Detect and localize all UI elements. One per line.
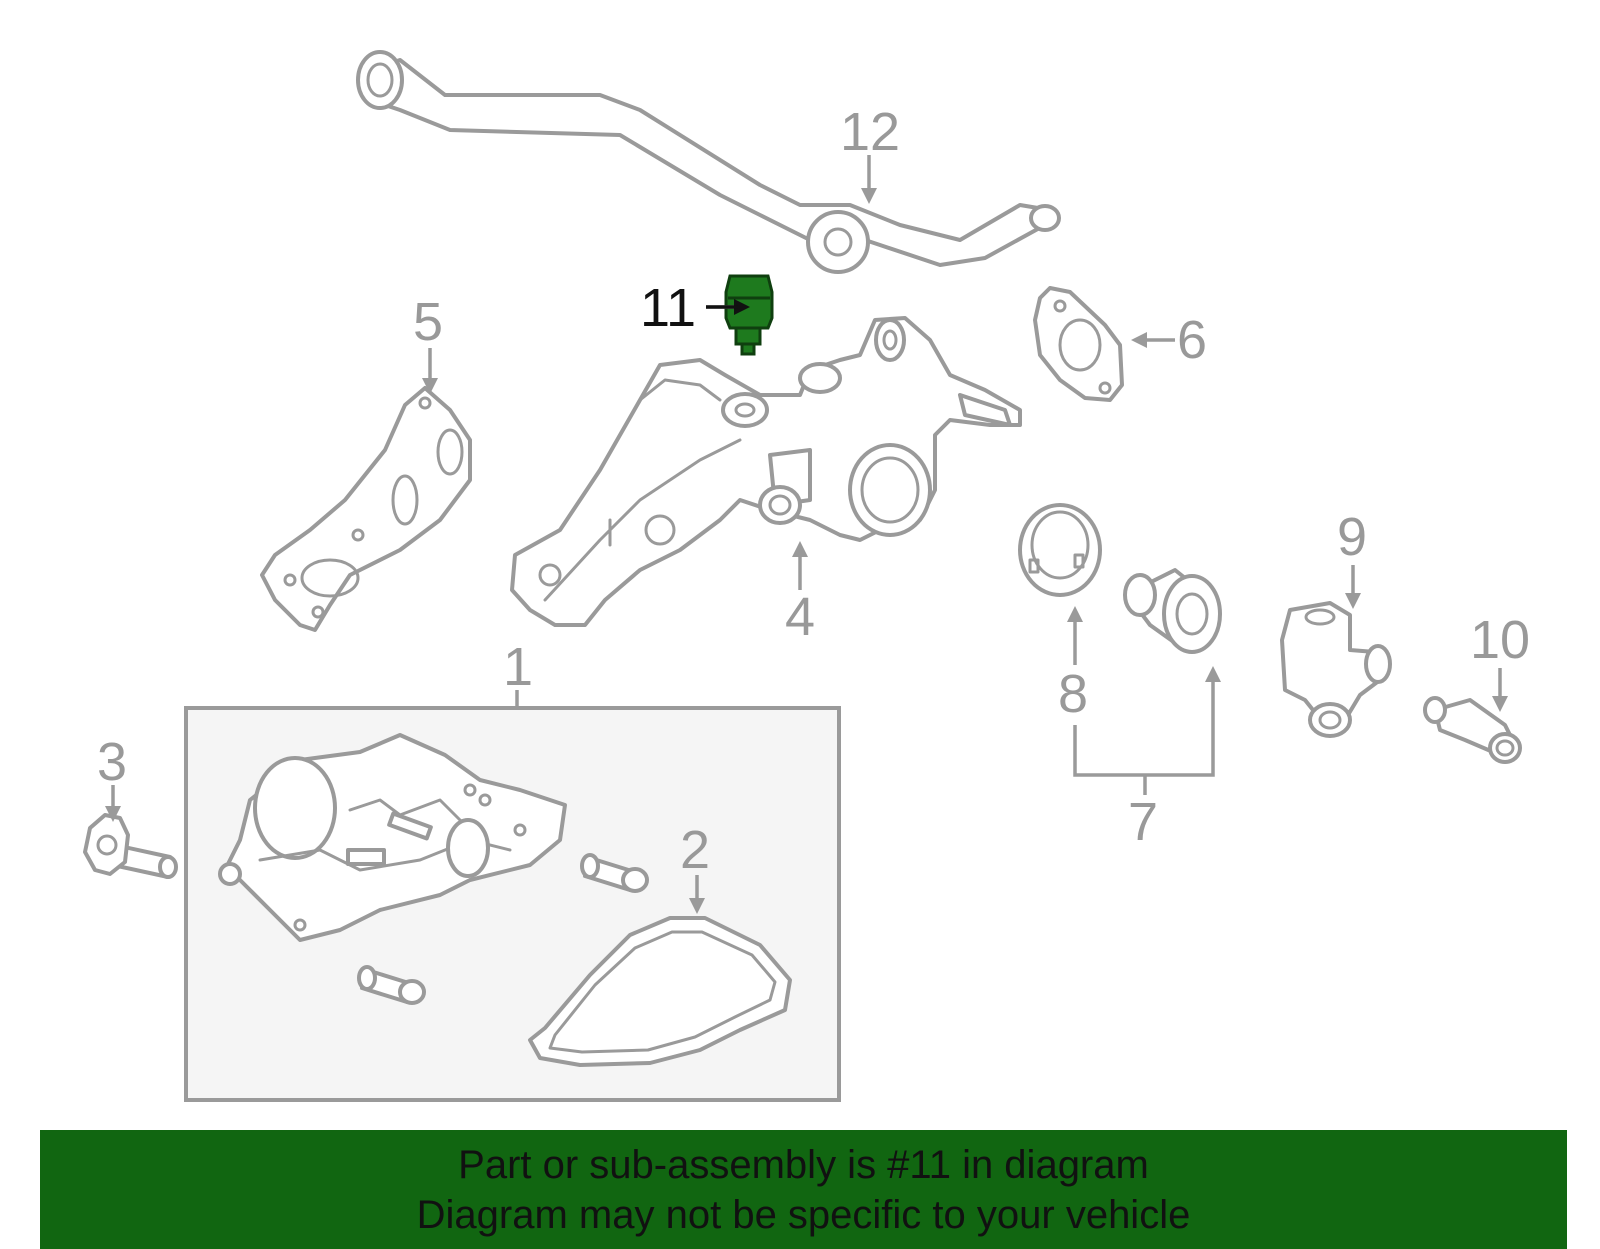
part-5-gasket[interactable]	[260, 386, 472, 632]
info-banner: Part or sub-assembly is #11 in diagram D…	[40, 1130, 1567, 1249]
part-8-seal[interactable]	[1018, 503, 1102, 597]
callout-7: 7	[1128, 792, 1158, 852]
dowel-pin	[357, 965, 426, 1005]
part-2-gasket[interactable]	[528, 916, 792, 1067]
callout-labels: 12 11 5 6 4 8 7 9 10 1 3 2	[97, 102, 1530, 880]
banner-line-2: Diagram may not be specific to your vehi…	[416, 1193, 1191, 1237]
callout-5: 5	[413, 292, 443, 352]
callout-6: 6	[1177, 310, 1207, 370]
part-3-bolt[interactable]	[83, 813, 178, 879]
part-12-pipe[interactable]	[356, 50, 1061, 274]
part-4-housing[interactable]	[510, 316, 1022, 627]
dowel-pin	[580, 853, 649, 893]
part-9-housing[interactable]	[1280, 601, 1392, 738]
part-6-gasket[interactable]	[1033, 286, 1124, 402]
callout-2: 2	[680, 820, 710, 880]
part-11-sensor[interactable]	[724, 274, 774, 356]
leader-lines	[105, 155, 1508, 914]
callout-11: 11	[640, 278, 696, 338]
banner-line-1: Part or sub-assembly is #11 in diagram	[458, 1143, 1149, 1187]
callout-9: 9	[1337, 507, 1367, 567]
callout-3: 3	[97, 732, 127, 792]
callout-8: 8	[1058, 664, 1088, 724]
part-1-assembly-box[interactable]	[184, 706, 841, 1102]
part-7-thermostat[interactable]	[1123, 568, 1222, 654]
callout-4: 4	[785, 587, 815, 647]
callout-1: 1	[503, 637, 533, 697]
callout-12: 12	[840, 102, 900, 162]
part-10-sensor[interactable]	[1423, 696, 1522, 764]
callout-10: 10	[1470, 610, 1530, 670]
